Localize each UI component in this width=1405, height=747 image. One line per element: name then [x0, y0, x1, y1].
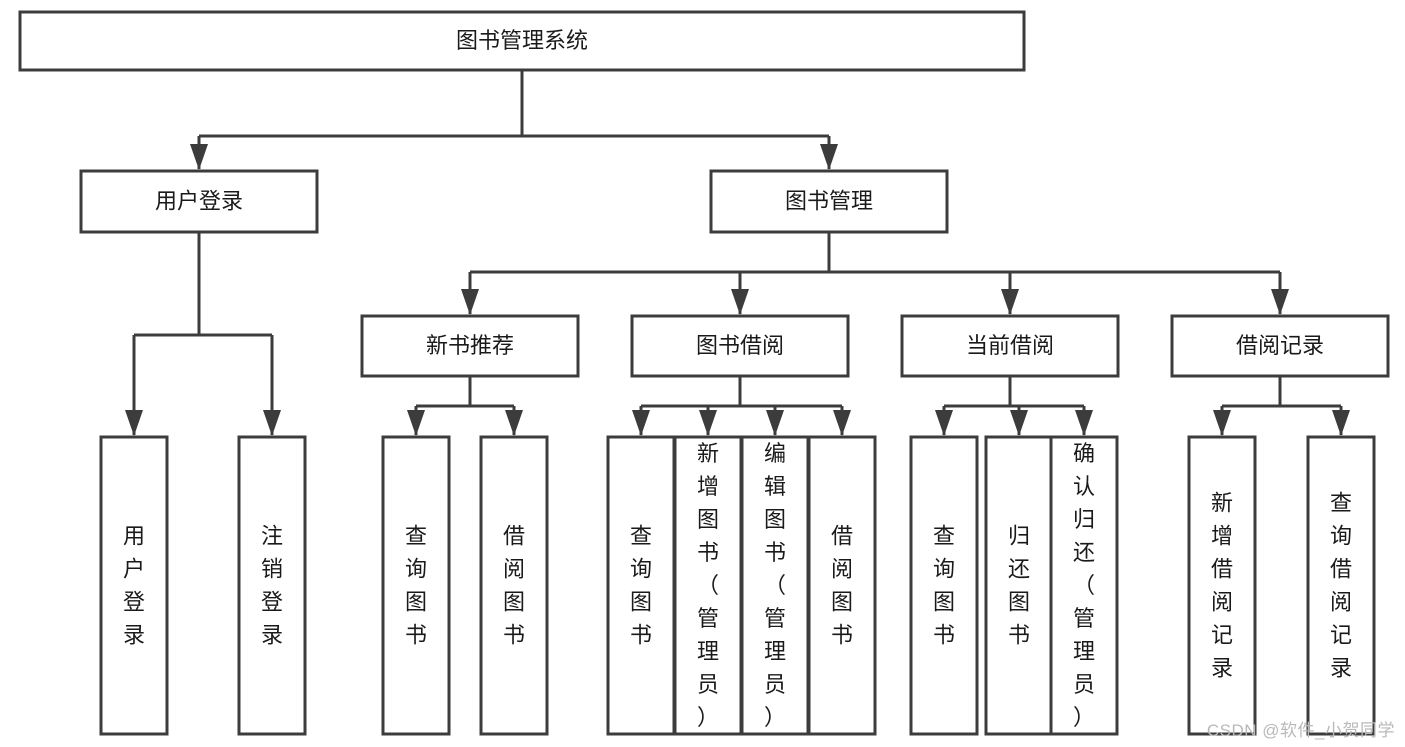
- node-box[interactable]: [984, 435, 1054, 736]
- node-label: 图书借阅: [696, 333, 784, 358]
- node-box[interactable]: [1049, 435, 1119, 736]
- node-label: 借阅图书: [831, 524, 853, 648]
- node-box[interactable]: [1187, 435, 1257, 736]
- node-leaf-borrow-book-bor[interactable]: 借阅图书: [807, 435, 877, 736]
- arrow-head-icon: [699, 410, 717, 436]
- node-label: 图书管理: [785, 188, 873, 213]
- node-label: 注销登录: [261, 524, 283, 648]
- node-label: 确认归还（管理员）: [1073, 441, 1095, 730]
- node-layer: 图书管理系统用户登录图书管理新书推荐图书借阅当前借阅借阅记录用户登录注销登录查询…: [18, 10, 1390, 736]
- node-leaf-confirm-return-admin[interactable]: 确认归还（管理员）: [1049, 435, 1119, 736]
- arrow-head-icon: [1332, 410, 1350, 436]
- node-label: 借阅图书: [503, 524, 525, 648]
- node-box[interactable]: [807, 435, 877, 736]
- arrow-head-icon: [935, 410, 953, 436]
- node-box[interactable]: [99, 435, 169, 736]
- node-label: 用户登录: [123, 524, 145, 648]
- arrow-head-icon: [125, 410, 143, 436]
- node-label: 新增借阅记录: [1211, 491, 1233, 681]
- node-leaf-edit-book-admin[interactable]: 编辑图书（管理员）: [740, 435, 810, 736]
- node-label: 新增图书（管理员）: [697, 441, 719, 730]
- node-leaf-borrow-book-rec[interactable]: 借阅图书: [479, 435, 549, 736]
- node-label: 编辑图书（管理员）: [764, 441, 786, 730]
- node-new-book-recommend[interactable]: 新书推荐: [360, 314, 580, 378]
- node-box[interactable]: [79, 169, 319, 234]
- arrow-head-icon: [1271, 289, 1289, 315]
- node-box[interactable]: [18, 10, 1026, 72]
- node-label: 查询图书: [405, 524, 427, 648]
- node-label: 查询图书: [630, 524, 652, 648]
- node-box[interactable]: [606, 435, 676, 736]
- arrow-head-icon: [1213, 410, 1231, 436]
- node-user-login[interactable]: 用户登录: [79, 169, 319, 234]
- node-leaf-query-borrow-record[interactable]: 查询借阅记录: [1306, 435, 1376, 736]
- arrow-head-icon: [1075, 410, 1093, 436]
- arrow-head-icon: [833, 410, 851, 436]
- arrow-head-icon: [190, 144, 208, 170]
- node-box[interactable]: [900, 314, 1120, 378]
- node-leaf-user-logout[interactable]: 注销登录: [237, 435, 307, 736]
- node-book-manage[interactable]: 图书管理: [709, 169, 949, 234]
- node-box[interactable]: [630, 314, 850, 378]
- node-leaf-query-book-cur[interactable]: 查询图书: [909, 435, 979, 736]
- node-leaf-add-borrow-record[interactable]: 新增借阅记录: [1187, 435, 1257, 736]
- node-box[interactable]: [479, 435, 549, 736]
- node-root[interactable]: 图书管理系统: [18, 10, 1026, 72]
- node-current-borrow[interactable]: 当前借阅: [900, 314, 1120, 378]
- arrow-head-icon: [461, 289, 479, 315]
- arrow-head-icon: [632, 410, 650, 436]
- node-label: 归还图书: [1008, 524, 1030, 648]
- node-label: 借阅记录: [1236, 333, 1324, 358]
- node-box[interactable]: [360, 314, 580, 378]
- node-label: 图书管理系统: [456, 28, 588, 53]
- edge-layer: [125, 70, 1350, 436]
- node-label: 新书推荐: [426, 333, 514, 358]
- node-label: 查询图书: [933, 524, 955, 648]
- node-leaf-query-book-bor[interactable]: 查询图书: [606, 435, 676, 736]
- node-box[interactable]: [673, 435, 743, 736]
- node-label: 用户登录: [155, 188, 243, 213]
- arrow-head-icon: [766, 410, 784, 436]
- node-label: 当前借阅: [966, 333, 1054, 358]
- node-box[interactable]: [909, 435, 979, 736]
- node-box[interactable]: [1170, 314, 1390, 378]
- node-leaf-user-login[interactable]: 用户登录: [99, 435, 169, 736]
- node-box[interactable]: [709, 169, 949, 234]
- arrow-head-icon: [820, 144, 838, 170]
- arrow-head-icon: [505, 410, 523, 436]
- arrow-head-icon: [1010, 410, 1028, 436]
- node-book-borrow[interactable]: 图书借阅: [630, 314, 850, 378]
- node-leaf-query-book-rec[interactable]: 查询图书: [381, 435, 451, 736]
- node-box[interactable]: [1306, 435, 1376, 736]
- arrow-head-icon: [1001, 289, 1019, 315]
- arrow-head-icon: [731, 289, 749, 315]
- node-leaf-return-book[interactable]: 归还图书: [984, 435, 1054, 736]
- node-leaf-add-book-admin[interactable]: 新增图书（管理员）: [673, 435, 743, 736]
- node-box[interactable]: [381, 435, 451, 736]
- node-box[interactable]: [237, 435, 307, 736]
- node-borrow-record[interactable]: 借阅记录: [1170, 314, 1390, 378]
- node-label: 查询借阅记录: [1330, 491, 1352, 681]
- arrow-head-icon: [407, 410, 425, 436]
- arrow-head-icon: [263, 410, 281, 436]
